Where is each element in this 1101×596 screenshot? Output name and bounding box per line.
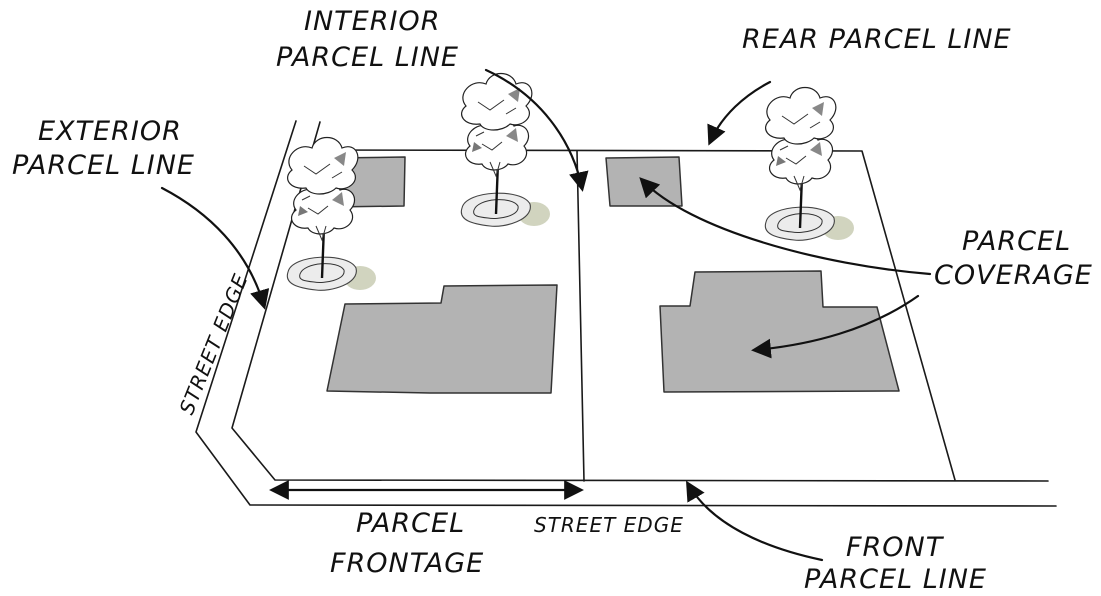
arrow-front-parcel-line xyxy=(685,480,824,562)
label-front-parcel-line: FRONT PARCEL LINE xyxy=(804,532,987,595)
house-left xyxy=(326,284,558,394)
arrow-rear-parcel-line xyxy=(707,80,772,146)
label-interior-parcel-line: INTERIOR PARCEL LINE xyxy=(276,6,459,73)
arrow-coverage-house xyxy=(751,294,920,359)
label-rear-parcel-line: REAR PARCEL LINE xyxy=(742,24,1012,55)
arrow-interior-parcel-line xyxy=(484,68,589,192)
label-exterior-parcel-line: EXTERIOR PARCEL LINE xyxy=(12,116,195,181)
outer-street-edge xyxy=(195,120,1057,507)
buildings xyxy=(326,156,900,394)
label-parcel-coverage: PARCEL COVERAGE xyxy=(934,226,1093,291)
arrow-exterior-parcel-line xyxy=(160,186,270,310)
arrow-coverage-garage xyxy=(639,177,932,276)
inner-street-edge xyxy=(231,121,1049,482)
tree-icon xyxy=(764,86,856,242)
label-parcel-frontage: PARCEL FRONTAGE xyxy=(330,508,484,579)
annotation-arrows xyxy=(160,68,932,562)
interior-parcel-line xyxy=(576,150,585,482)
label-street-edge-bottom: STREET EDGE xyxy=(534,513,684,537)
house-right xyxy=(659,270,900,393)
